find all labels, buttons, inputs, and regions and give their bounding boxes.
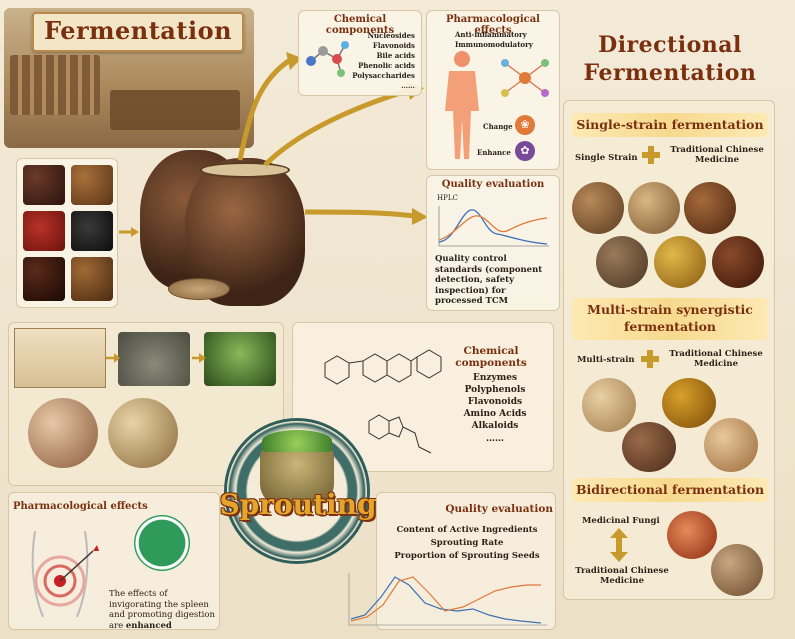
ferm-chemical-components-title: Chemical components <box>325 14 395 36</box>
sprout-quality-title: Quality evaluation <box>445 503 553 515</box>
stomach-icon <box>134 515 190 571</box>
fermentation-title: Fermentation <box>43 16 233 45</box>
ferm-pharm-item-0: Anti-inflammatory <box>455 30 527 39</box>
single-herb-2 <box>628 182 680 234</box>
sprouting-pot <box>260 446 334 506</box>
ferm-pharm-item-1: Immunomodulatory <box>455 40 533 49</box>
sprout-quality-item-2: Proportion of Sprouting Seeds <box>394 551 540 561</box>
directional-title-line2: Fermentation <box>583 60 757 86</box>
herb-sample-6 <box>71 257 113 301</box>
herb-dish <box>168 278 230 300</box>
herb-sample-3 <box>23 211 65 251</box>
scroll-image <box>14 328 106 388</box>
medicinal-fungus-image <box>667 511 717 559</box>
herb-sample-1 <box>23 165 65 205</box>
ferm-chem-item-4: Polysaccharides <box>352 71 415 80</box>
sprouting-greens <box>262 430 332 452</box>
ferm-chem-item-3: Phenolic acids <box>358 61 415 70</box>
ferm-pharmacological-title: Pharmacological effects <box>446 14 540 36</box>
sprout-pharm-text-plain: The effects of invigorating the spleen a… <box>109 589 215 631</box>
medicinal-fungi-label: Medicinal Fungi <box>582 516 660 526</box>
sprout-chem-item-3: Amino Acids <box>463 409 527 419</box>
plus-icon-multi <box>641 350 659 368</box>
ferm-chem-item-5: …… <box>401 81 415 90</box>
multi-herb-3 <box>622 422 676 472</box>
sprout-quality-item-0: Content of Active Ingredients <box>396 525 538 535</box>
sprout-quality-item-1: Sprouting Rate <box>430 538 504 548</box>
sprouting-title: Sprouting <box>219 488 377 521</box>
seed-image-1 <box>28 398 98 468</box>
street-scene-shelves <box>10 55 100 115</box>
network-icon <box>501 59 549 97</box>
multi-strain-title-line1: Multi-strain synergistic <box>587 302 753 317</box>
multi-strain-tcm: Traditional Chinese Medicine <box>669 349 763 369</box>
ferm-pharmacological-panel: Pharmacological effects Anti-inflammator… <box>426 10 560 170</box>
sprouting-line-chart <box>348 573 547 626</box>
multi-strain-title-line2: fermentation <box>623 319 716 334</box>
multi-herb-1 <box>582 378 636 432</box>
multi-strain-title: Multi-strain synergistic fermentation <box>572 298 768 340</box>
ferm-chemical-components-panel: Chemical components Nucleosides Flavonoi… <box>298 10 422 96</box>
multi-herb-4 <box>704 418 758 472</box>
directional-title-line1: Directional <box>598 32 742 58</box>
herb-sample-2 <box>71 165 113 205</box>
sprout-pharmacological-title: Pharmacological effects <box>13 501 148 512</box>
leaf-change-icon: ❀ <box>515 115 535 135</box>
double-arrow-icon <box>610 528 628 562</box>
sprout-pharmacological-text: The effects of invigorating the spleen a… <box>109 589 217 631</box>
hplc-label: HPLC <box>437 194 458 202</box>
herb-sample-4 <box>71 211 113 251</box>
multi-strain-label: Multi-strain <box>577 355 635 365</box>
herb-sample-5 <box>23 257 65 301</box>
bidirectional-title: Bidirectional fermentation <box>572 478 768 502</box>
target-icon <box>31 530 99 618</box>
sprout-pharm-text-bold: enhanced <box>125 620 172 631</box>
single-herb-4 <box>596 236 648 288</box>
change-label: Change <box>483 122 513 131</box>
ferm-chem-item-1: Flavonoids <box>372 41 415 50</box>
bidirectional-tcm: Traditional Chinese Medicine <box>575 566 669 586</box>
indole-structure <box>368 414 432 454</box>
single-strain-title: Single-strain fermentation <box>572 113 768 137</box>
ferm-quality-description: Quality control standards (component det… <box>435 254 543 306</box>
enhance-icon: ✿ <box>515 141 535 161</box>
single-strain-label: Single Strain <box>575 153 638 163</box>
plus-icon-single <box>642 146 660 164</box>
sprout-chem-item-5: …… <box>486 434 504 444</box>
ferm-quality-panel: Quality evaluation HPLC Quality control … <box>426 175 560 311</box>
sprout-chemical-title: Chemical components <box>455 345 527 369</box>
tcm-seeds-image <box>711 544 763 596</box>
arrow-herbs-to-jars <box>119 227 139 237</box>
sprout-chem-item-0: Enzymes <box>472 373 518 383</box>
single-herb-3 <box>684 182 736 234</box>
seed-image-2 <box>108 398 178 468</box>
multi-herb-2 <box>662 378 716 428</box>
ferm-chem-item-0: Nucleosides <box>367 31 415 40</box>
sprout-chem-item-2: Flavonoids <box>467 397 523 407</box>
hplc-chart <box>438 206 549 247</box>
molecule-icon <box>306 41 349 77</box>
sprout-quality-panel: Quality evaluation Content of Active Ing… <box>348 492 556 630</box>
human-body-icon <box>445 51 479 159</box>
flavonoid-structure <box>324 349 442 385</box>
sprout-chem-item-4: Alkaloids <box>471 421 519 431</box>
herb-samples-panel <box>16 158 118 308</box>
single-herb-1 <box>572 182 624 234</box>
sprout-arrows <box>106 353 206 363</box>
single-herb-5 <box>654 236 706 288</box>
ferm-chem-item-2: Bile acids <box>376 51 415 60</box>
sprout-chem-item-1: Polyphenols <box>464 385 526 395</box>
street-scene-counter <box>110 90 240 130</box>
sprout-pharmacological-panel: Pharmacological effects The effects of i… <box>8 492 220 631</box>
ferm-quality-title: Quality evaluation <box>441 179 545 190</box>
grinding-image <box>118 332 190 386</box>
sprouts-image <box>204 332 276 386</box>
enhance-label: Enhance <box>477 148 511 157</box>
single-herb-6 <box>712 236 764 288</box>
fermentation-title-banner <box>32 12 244 52</box>
single-strain-tcm: Traditional Chinese Medicine <box>670 145 764 165</box>
